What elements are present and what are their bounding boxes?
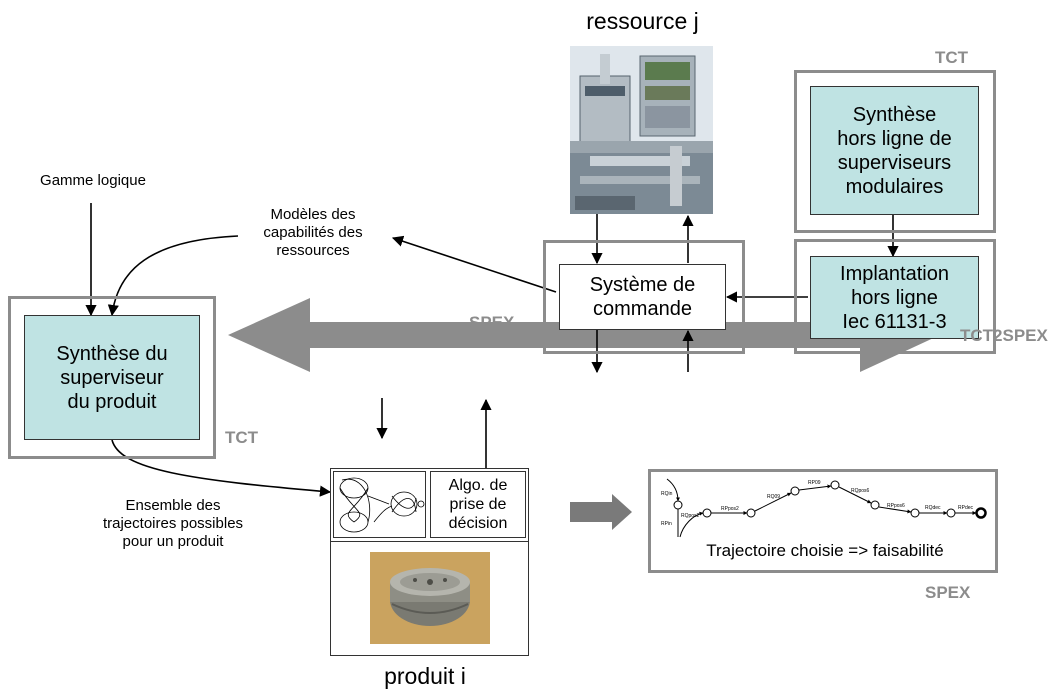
offline-synthesis-box: Synthèse hors ligne de superviseurs modu… <box>810 86 979 215</box>
models-curve-arrow <box>107 235 239 317</box>
decision-algorithm-box: Algo. de prise de décision <box>430 471 526 538</box>
automaton-graph-icon <box>339 477 425 533</box>
resource-title: ressource j <box>586 8 699 34</box>
trajectory-caption: Trajectoire choisie => faisabilité <box>706 541 944 560</box>
tct-top-label: TCT <box>935 48 969 67</box>
edge-label: RQ09 <box>767 494 780 500</box>
product-supervisor-synthesis-box: Synthèse du superviseur du produit <box>24 315 200 440</box>
chosen-trajectory-graph: RQin RPin RQpos2 RPpos2 RQ09 RP09 RQpos6… <box>661 478 987 538</box>
tct2spex-label: TCT2SPEX <box>960 326 1048 345</box>
resource-photo-image <box>570 46 713 214</box>
product-photo-image <box>370 552 490 644</box>
trajectory-frame <box>648 469 998 573</box>
command-system-box: Système de commande <box>559 264 726 330</box>
trajectories-curve-arrow <box>111 439 332 497</box>
product-divider <box>330 541 529 542</box>
tct-top-frame <box>794 70 996 233</box>
spex-resource-label: SPEX <box>469 313 515 332</box>
edge-label: RPin <box>661 521 672 527</box>
edge-label: RQdec <box>925 505 941 511</box>
spex-trajectory-label: SPEX <box>925 583 971 602</box>
edge-label: RP09 <box>808 480 821 486</box>
tct-left-label: TCT <box>225 428 259 447</box>
resource-models-label: Modèles des capabilités des ressources <box>263 206 363 259</box>
possible-trajectories-label: Ensemble des trajectoires possibles pour… <box>102 497 244 550</box>
edge-label: RPdec <box>958 505 974 511</box>
edge-label: RPpos6 <box>887 503 905 509</box>
offline-implementation-box: Implantation hors ligne Iec 61131-3 <box>810 256 979 339</box>
trajectory-automaton-thumbnail <box>333 471 426 538</box>
implementation-frame <box>794 239 996 354</box>
product-photo <box>370 552 490 644</box>
resource-frame <box>543 240 745 354</box>
product-title: produit i <box>384 663 466 689</box>
resource-photo <box>570 46 713 214</box>
product-supervisor-frame <box>8 296 216 459</box>
command-to-models-arrow <box>391 235 557 293</box>
edge-label: RPpos2 <box>721 506 739 512</box>
edge-label: RQin <box>661 491 673 497</box>
edge-label: RQpos2 <box>681 513 700 519</box>
tct2spex-bus-arrow <box>228 298 940 372</box>
edge-label: RQpos6 <box>851 488 870 494</box>
to-trajectory-block-arrow <box>570 494 632 530</box>
gamme-logique-label: Gamme logique <box>40 172 146 189</box>
